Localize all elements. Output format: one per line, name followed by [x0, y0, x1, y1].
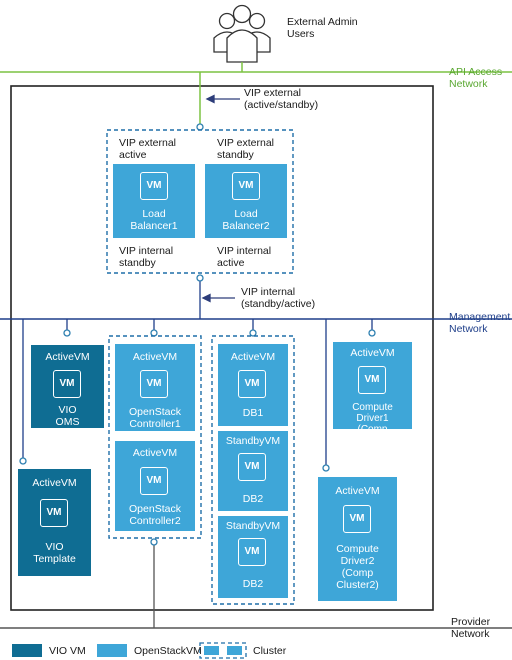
lb1-vip-external-label: VIP external active	[119, 137, 177, 161]
lb1-vip-internal-label: VIP internal standby	[119, 245, 174, 269]
vm-chip-icon: VM	[238, 453, 266, 481]
vm-state: ActiveVM	[350, 347, 395, 359]
vm-chip-icon: VM	[238, 538, 266, 566]
db2-standby-vm-b[interactable]: StandbyVM VM DB2	[218, 516, 288, 598]
provider-connector	[150, 538, 158, 546]
lb-management-connector	[196, 274, 204, 282]
vm-name: Compute Driver2 (Comp Cluster2)	[336, 543, 379, 591]
db1-vm[interactable]: ActiveVM VM DB1	[218, 344, 288, 426]
users-icon	[213, 4, 271, 63]
vm-state: ActiveVM	[45, 351, 90, 363]
vm-state: StandbyVM	[225, 520, 281, 532]
vm-name: VIO OMS	[55, 404, 80, 428]
vm-name: DB1	[242, 407, 264, 419]
openstack-controller1-vm[interactable]: ActiveVM VM OpenStack Controller1	[115, 344, 195, 431]
vio-template-vm[interactable]: ActiveVM VM VIO Template	[18, 469, 91, 576]
legend-cluster-swatch	[199, 642, 247, 659]
legend-openstack-vm-label: OpenStackVM	[134, 645, 202, 657]
vm-name: OpenStack Controller2	[129, 503, 181, 527]
provider-network-label: Provider Network	[451, 616, 491, 640]
legend-vio-vm-swatch	[12, 644, 42, 657]
load-balancer1-vm[interactable]: VM Load Balancer1	[113, 164, 195, 238]
db-connector	[249, 329, 257, 337]
openstack-controller2-vm[interactable]: ActiveVM VM OpenStack Controller2	[115, 441, 195, 531]
vm-name: Load Balancer1	[130, 208, 178, 232]
vm-name: VIO Template	[33, 541, 76, 565]
lb2-vip-external-label: VIP external standby	[217, 137, 275, 161]
compute2-connector	[322, 464, 330, 472]
db2-standby-vm-a[interactable]: StandbyVM VM DB2	[218, 431, 288, 511]
admin-users-label: External Admin Users	[287, 16, 358, 40]
load-balancer2-vm[interactable]: VM Load Balancer2	[205, 164, 287, 238]
compute-driver2-vm[interactable]: ActiveVM VM Compute Driver2 (Comp Cluste…	[318, 477, 397, 601]
vio-oms-vm[interactable]: ActiveVM VM VIO OMS	[31, 345, 104, 428]
vm-chip-icon: VM	[40, 499, 68, 527]
vm-name: Compute Driver1 (Comp Cluster1)	[352, 402, 393, 446]
compute-driver1-vm[interactable]: ActiveVM VM Compute Driver1 (Comp Cluste…	[333, 342, 412, 446]
vm-chip-icon: VM	[238, 370, 266, 398]
vm-name: OpenStack Controller1	[129, 406, 181, 430]
vip-internal-arrow	[201, 293, 235, 303]
vm-chip-icon: VM	[232, 172, 260, 200]
vm-state: ActiveVM	[32, 477, 77, 489]
vm-name: DB2	[242, 493, 264, 505]
vm-name: DB2	[242, 578, 264, 590]
vm-chip-icon: VM	[343, 505, 371, 533]
vm-state: ActiveVM	[132, 447, 178, 459]
deployment-boundary	[10, 85, 434, 611]
vm-chip-icon: VM	[140, 467, 168, 495]
controller-cluster	[108, 335, 202, 539]
vm-state: ActiveVM	[230, 351, 276, 363]
vm-chip-icon: VM	[358, 366, 386, 394]
vm-chip-icon: VM	[53, 370, 81, 398]
oms-connector	[63, 329, 71, 337]
load-balancer-cluster	[106, 129, 294, 274]
legend-openstack-vm-swatch	[97, 644, 127, 657]
vip-external-note: VIP external (active/standby)	[244, 87, 319, 111]
vm-state: ActiveVM	[132, 351, 178, 363]
compute1-connector	[368, 329, 376, 337]
vip-internal-note: VIP internal (standby/active)	[241, 286, 316, 310]
lb-api-connector	[196, 123, 204, 131]
vip-external-arrow	[205, 94, 240, 104]
management-network-label: Management Network	[449, 311, 511, 335]
vm-name: Load Balancer2	[222, 208, 270, 232]
template-connector	[19, 457, 27, 465]
api-network-label: API Access Network	[449, 66, 503, 90]
legend-vio-vm-label: VIO VM	[49, 645, 86, 657]
vm-chip-icon: VM	[140, 172, 168, 200]
legend-cluster-label: Cluster	[253, 645, 287, 657]
vm-state: StandbyVM	[225, 435, 281, 447]
vm-chip-icon: VM	[140, 370, 168, 398]
lb2-vip-internal-label: VIP internal active	[217, 245, 272, 269]
controller-connector	[150, 329, 158, 337]
vm-state: ActiveVM	[335, 485, 380, 497]
